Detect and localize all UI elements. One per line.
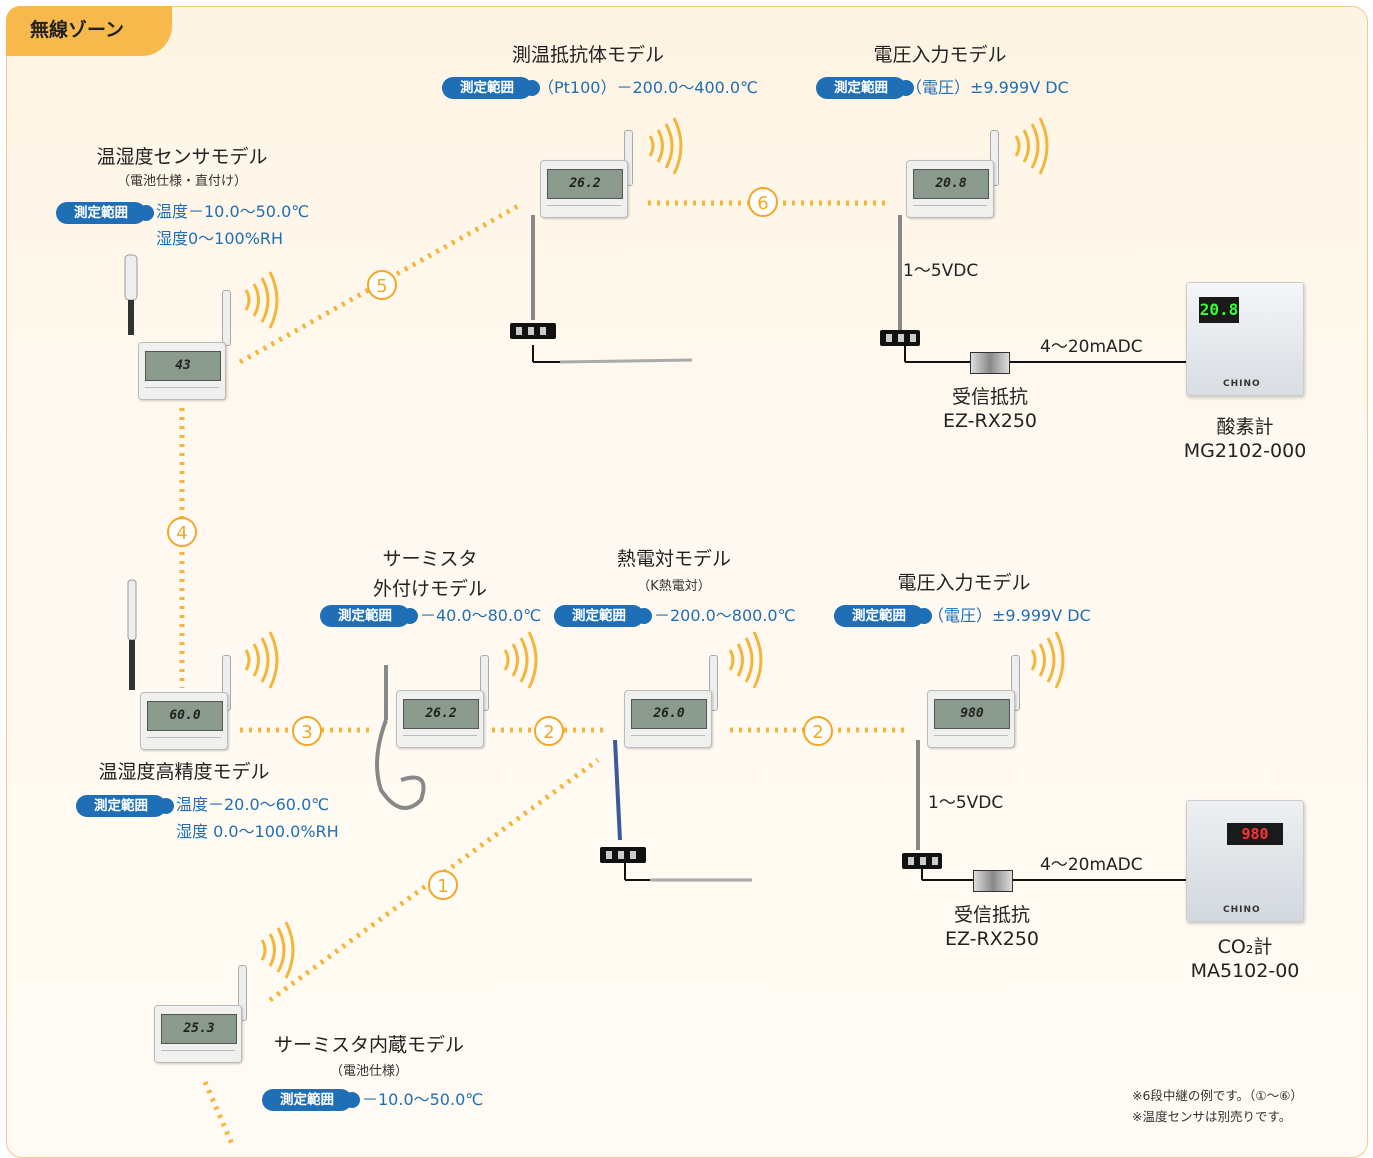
logger-thermistor-int: 25.3 [154, 1005, 242, 1063]
logger-rtd: 26.2 [540, 160, 628, 218]
thermocouple-sub: （K熱電対） [637, 579, 711, 594]
hop-4: 4 [167, 517, 197, 547]
terminal-block [510, 323, 556, 339]
bottom-resistor-model: EZ-RX250 [944, 928, 1040, 950]
top-meter-label: 酸素計 [1216, 416, 1274, 438]
thermistor-ext-badge: 測定範囲 [320, 605, 418, 627]
note-sensor: ※温度センサは別売りです。 [1132, 1109, 1292, 1124]
humid-batt-title: 温湿度センサモデル [96, 146, 268, 168]
cables [375, 215, 920, 850]
antenna [238, 965, 247, 1021]
antenna [624, 130, 633, 186]
antenna [222, 290, 231, 346]
probes [559, 358, 752, 882]
logger-humid-batt: 43 [138, 342, 226, 400]
top-current: 4～20mADC [1040, 337, 1143, 357]
logger-thermistor-ext: 26.2 [396, 690, 484, 748]
antenna [990, 130, 999, 186]
humid-batt-range1: 温度－10.0～50.0℃ [156, 202, 310, 221]
co2-meter: 980 CHINO [1186, 800, 1304, 922]
meter-display: 20.8 [1199, 297, 1239, 323]
radio-waves [244, 117, 1065, 979]
link-out [202, 1081, 235, 1144]
hop-5: 5 [367, 270, 397, 300]
bottom-resistor-label: 受信抵抗 [953, 904, 1030, 926]
volt-top-title: 電圧入力モデル [873, 44, 1007, 66]
terminal-block [600, 847, 646, 863]
volt-bottom-range: （電圧）±9.999V DC [928, 606, 1091, 625]
humid-batt-range2: 湿度0～100%RH [156, 229, 284, 248]
humid-batt-sub: （電池仕様・直付け） [116, 174, 247, 189]
bottom-current: 4～20mADC [1040, 855, 1143, 875]
top-resistor-model: EZ-RX250 [942, 410, 1038, 432]
top-resistor-label: 受信抵抗 [951, 386, 1028, 408]
note-relay: ※6段中継の例です。（①～⑥） [1132, 1088, 1303, 1103]
thermistor-int-sub: （電池仕様） [329, 1064, 408, 1079]
thermocouple-badge: 測定範囲 [554, 605, 652, 627]
antenna [1011, 655, 1020, 711]
sensor-heads [124, 254, 138, 641]
rtd-range: （Pt100）－200.0～400.0℃ [538, 78, 759, 97]
thermistor-int-range: －10.0～50.0℃ [362, 1090, 484, 1109]
hop-2a: 2 [534, 716, 564, 746]
humid-hp-title: 温湿度高精度モデル [98, 761, 270, 783]
hop-2b: 2 [803, 716, 833, 746]
thermistor-int-badge: 測定範囲 [262, 1089, 360, 1111]
meter-brand: CHINO [1223, 379, 1261, 389]
thermocouple-title: 熱電対モデル [616, 548, 731, 570]
top-meter-model: MG2102-000 [1183, 440, 1307, 462]
rtd-title: 測温抵抗体モデル [511, 44, 664, 66]
volt-top-badge: 測定範囲 [816, 77, 914, 99]
thermocouple-range: －200.0～800.0℃ [654, 606, 796, 625]
thermistor-ext-title1: サーミスタ [382, 548, 478, 570]
hop-3: 3 [292, 716, 322, 746]
logger-volt-top: 20.8 [906, 160, 994, 218]
logger-screen: 26.0 [631, 699, 707, 729]
volt-bottom-badge: 測定範囲 [834, 605, 932, 627]
resistor-bottom [973, 870, 1013, 892]
logger-volt-bottom: 980 [927, 690, 1015, 748]
rtd-badge: 測定範囲 [442, 77, 540, 99]
humid-hp-badge: 測定範囲 [76, 795, 174, 817]
humid-hp-range1: 温度－20.0～60.0℃ [176, 795, 330, 814]
humid-batt-badge: 測定範囲 [56, 202, 154, 224]
logger-humid-hp: 60.0 [140, 692, 228, 750]
resistor-top [970, 352, 1010, 374]
volt-bottom-title: 電圧入力モデル [897, 572, 1031, 594]
hop-1: 1 [428, 870, 458, 900]
logger-thermocouple: 26.0 [624, 690, 712, 748]
meter-brand: CHINO [1223, 905, 1261, 915]
terminal-block [902, 853, 942, 869]
wires [532, 345, 1186, 881]
thermistor-ext-title2: 外付けモデル [372, 578, 487, 600]
antenna [480, 655, 489, 711]
top-voltage: 1～5VDC [903, 261, 979, 281]
hop-6: 6 [748, 187, 778, 217]
wireless-zone [6, 6, 1368, 1158]
bottom-voltage: 1～5VDC [928, 793, 1004, 813]
volt-top-range: （電圧）±9.999V DC [906, 78, 1069, 97]
logger-screen: 26.2 [403, 699, 479, 729]
logger-screen: 26.2 [547, 169, 623, 199]
oxygen-meter: 20.8 CHINO [1186, 282, 1304, 396]
bottom-meter-label: CO₂計 [1217, 936, 1273, 958]
thermistor-ext-range: －40.0～80.0℃ [420, 606, 542, 625]
logger-screen: 20.8 [913, 169, 989, 199]
logger-screen: 25.3 [161, 1014, 237, 1044]
humid-hp-range2: 湿度 0.0～100.0%RH [176, 822, 339, 841]
bottom-meter-model: MA5102-00 [1190, 960, 1300, 982]
logger-screen: 60.0 [147, 701, 223, 731]
antenna [709, 655, 718, 711]
thermistor-int-title: サーミスタ内蔵モデル [273, 1034, 464, 1056]
logger-screen: 43 [145, 351, 221, 381]
meter-display: 980 [1227, 823, 1283, 845]
zone-label: 無線ゾーン [6, 6, 172, 56]
logger-screen: 980 [934, 699, 1010, 729]
terminal-block [880, 330, 920, 346]
